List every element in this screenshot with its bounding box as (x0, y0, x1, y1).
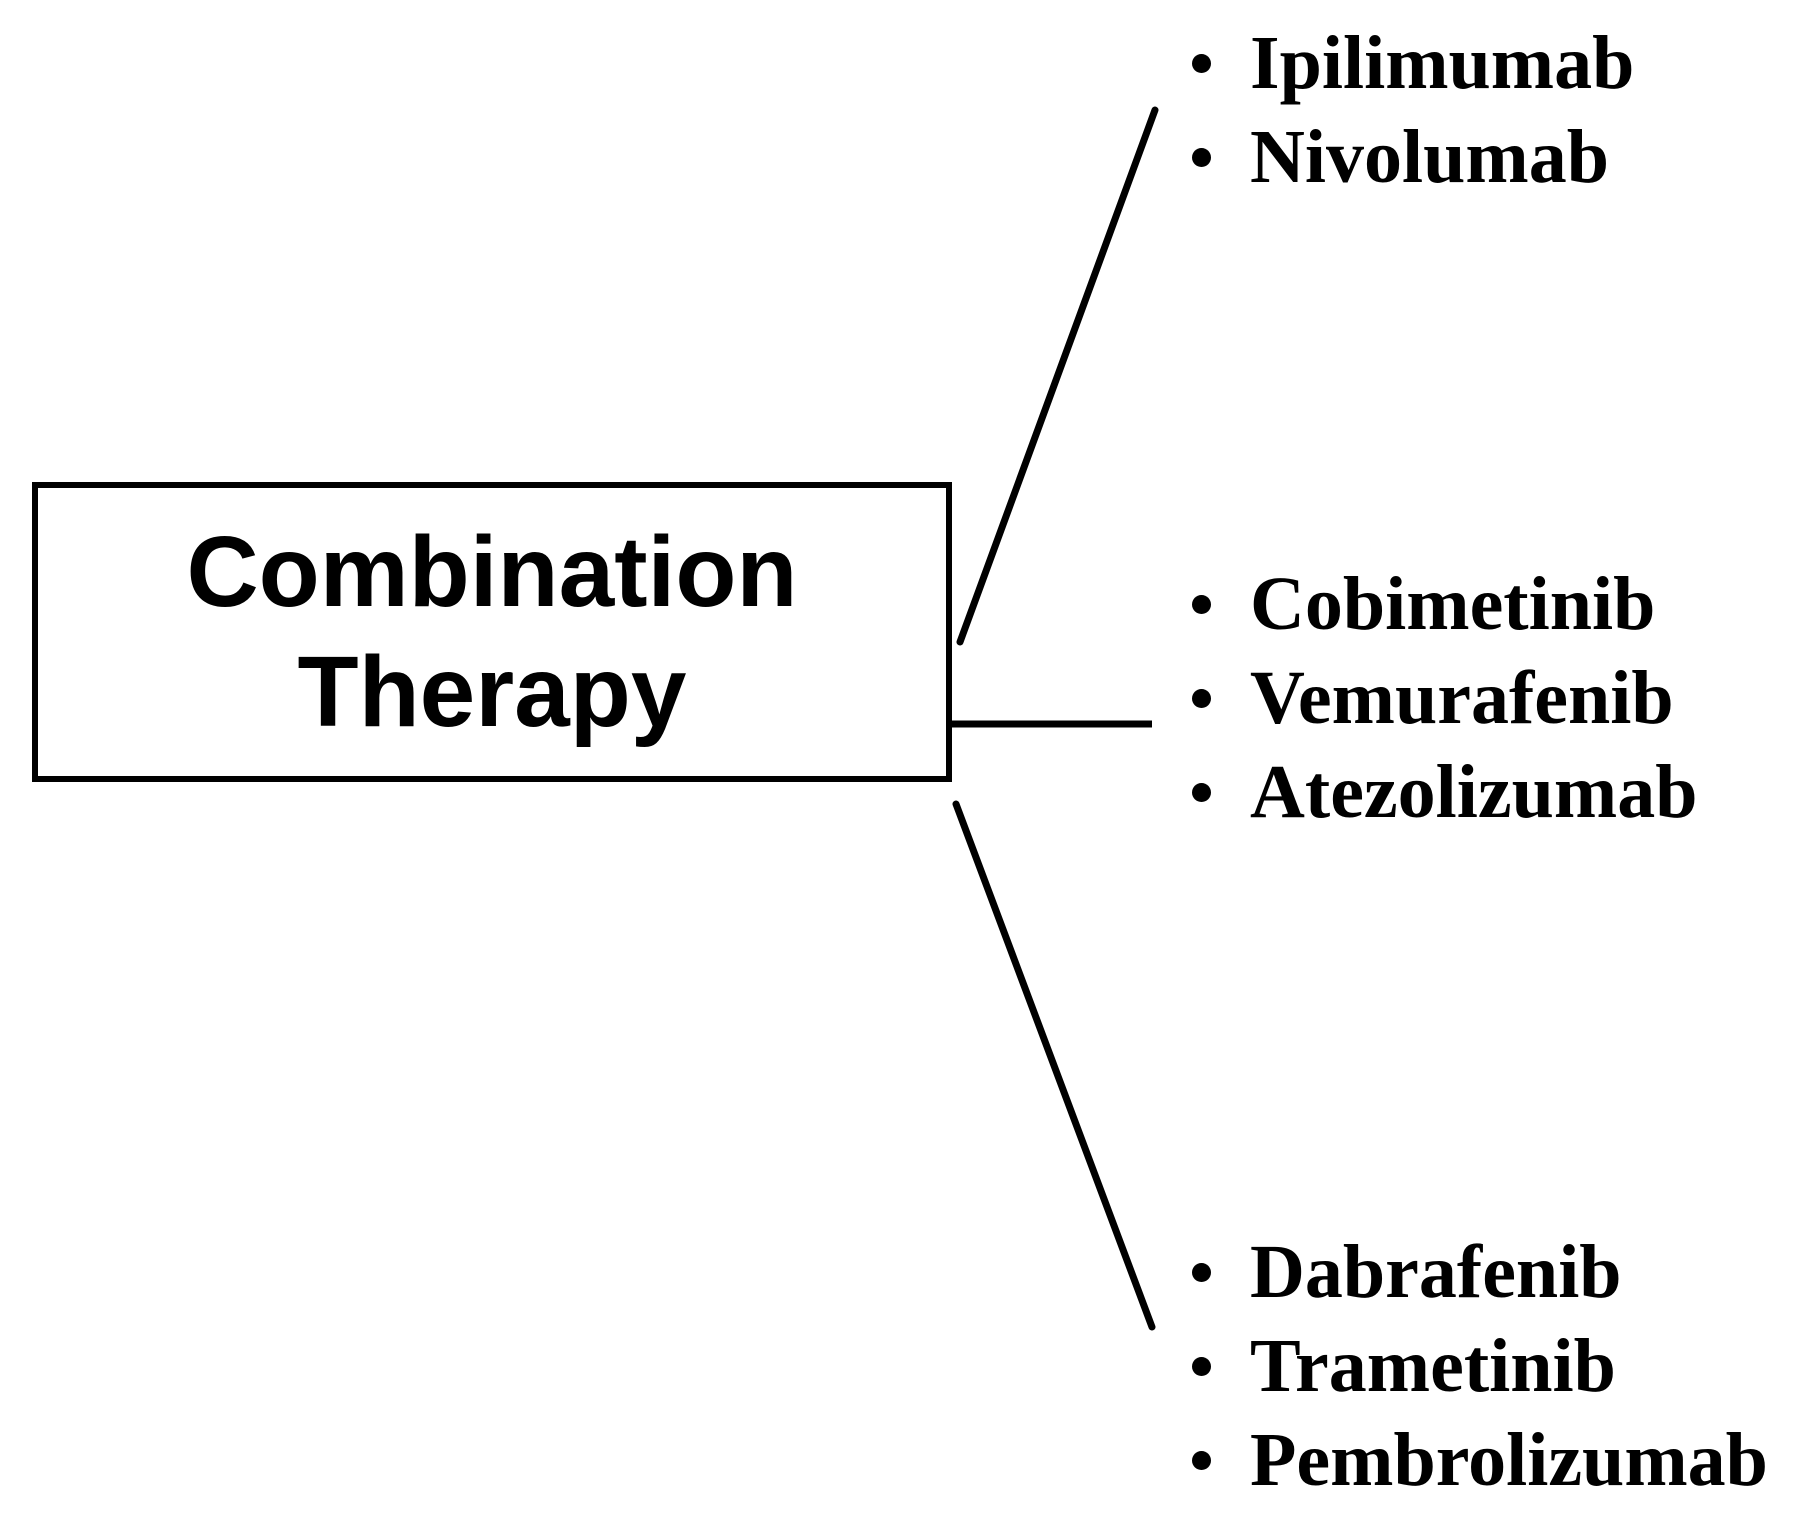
bullet-icon (1192, 1356, 1211, 1376)
drug-label: Atezolizumab (1250, 749, 1698, 834)
list-item: Trametinib (1192, 1319, 1768, 1413)
list-item: Nivolumab (1192, 110, 1634, 204)
connector-line-bottom (952, 800, 1156, 1331)
drug-list-middle: Cobimetinib Vemurafenib Atezolizumab (1192, 557, 1697, 839)
drug-label: Pembrolizumab (1250, 1417, 1768, 1502)
drug-label: Ipilimumab (1250, 20, 1635, 105)
drug-label: Cobimetinib (1250, 561, 1656, 646)
bullet-icon (1192, 688, 1211, 708)
drug-list-top: Ipilimumab Nivolumab (1192, 16, 1634, 204)
list-item: Dabrafenib (1192, 1225, 1768, 1319)
bullet-icon (1192, 53, 1211, 73)
bullet-icon (1192, 1450, 1211, 1470)
bullet-icon (1192, 782, 1211, 802)
bullet-icon (1192, 594, 1211, 614)
drug-label: Vemurafenib (1250, 655, 1674, 740)
list-item: Cobimetinib (1192, 557, 1697, 651)
drug-label: Trametinib (1250, 1323, 1616, 1408)
root-box: Combination Therapy (32, 482, 952, 782)
drug-label: Dabrafenib (1250, 1229, 1622, 1314)
root-box-label: Combination Therapy (186, 516, 798, 748)
bullet-icon (1192, 147, 1211, 167)
drug-list-bottom: Dabrafenib Trametinib Pembrolizumab (1192, 1225, 1768, 1507)
list-item: Atezolizumab (1192, 745, 1697, 839)
list-item: Vemurafenib (1192, 651, 1697, 745)
drug-label: Nivolumab (1250, 114, 1609, 199)
bullet-icon (1192, 1262, 1211, 1282)
list-item: Ipilimumab (1192, 16, 1634, 110)
connector-line-top (956, 106, 1159, 646)
list-item: Pembrolizumab (1192, 1413, 1768, 1507)
